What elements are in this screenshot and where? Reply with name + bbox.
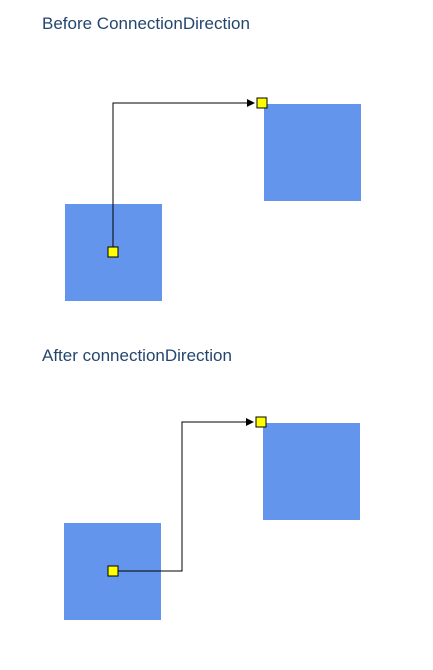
before-connector[interactable]: [112, 99, 255, 252]
after-target-node[interactable]: [263, 423, 360, 520]
after-connector[interactable]: [118, 418, 254, 572]
before-diagram: [65, 97, 361, 301]
before-target-node[interactable]: [264, 104, 361, 201]
before-target-port[interactable]: [256, 97, 268, 109]
before-source-port[interactable]: [107, 246, 119, 258]
after-source-port[interactable]: [107, 565, 119, 577]
before-diagram-title: Before ConnectionDirection: [42, 14, 250, 33]
after-diagram: [64, 416, 360, 620]
after-target-port[interactable]: [255, 416, 267, 428]
after-diagram-title: After connectionDirection: [42, 346, 232, 365]
